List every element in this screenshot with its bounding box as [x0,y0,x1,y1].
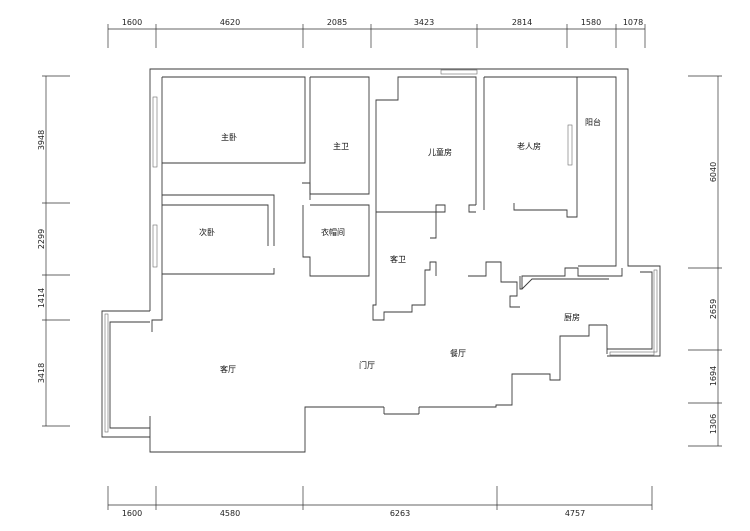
top-dim-7: 1078 [623,18,643,27]
bottom-dim-1: 1600 [122,509,142,518]
left-dim-3: 1414 [37,288,46,308]
room-guest-bath: 客卫 [390,254,406,264]
top-dim-6: 1580 [581,18,601,27]
room-master-bath: 主卫 [333,141,349,151]
top-dim-4: 3423 [414,18,434,27]
bottom-dimension-chain: 1600 4580 6263 4757 [107,486,653,518]
windows [104,69,658,433]
top-dim-5: 2814 [512,18,532,27]
bottom-dim-2: 4580 [220,509,240,518]
right-dim-2: 2659 [709,299,718,319]
bottom-dim-3: 6263 [390,509,410,518]
left-dim-4: 3418 [37,363,46,383]
right-dimension-chain: 6040 2659 1694 1306 [688,75,722,447]
room-dining-room: 餐厅 [450,349,466,358]
left-dim-2: 2299 [37,229,46,249]
room-foyer: 门厅 [359,360,375,370]
top-dim-3: 2085 [327,18,347,27]
room-labels: 主卧 主卫 儿童房 老人房 阳台 次卧 衣帽间 客卫 厨房 客厅 门厅 餐厅 [199,117,601,374]
room-elder-room: 老人房 [517,141,541,151]
right-dim-4: 1306 [709,414,718,434]
top-dim-1: 1600 [122,18,142,27]
room-master-bedroom: 主卧 [221,132,237,142]
top-dimension-chain: 1600 4620 2085 3423 2814 1580 1078 [107,18,646,48]
room-child-room: 儿童房 [428,147,452,157]
left-dim-1: 3948 [37,130,46,150]
room-balcony: 阳台 [585,117,601,127]
room-living-room: 客厅 [220,364,236,374]
bottom-dim-4: 4757 [565,509,585,518]
right-dim-1: 6040 [709,162,718,182]
room-cloakroom: 衣帽间 [321,227,345,237]
room-second-bedroom: 次卧 [199,227,215,237]
top-dim-2: 4620 [220,18,240,27]
left-dimension-chain: 3948 2299 1414 3418 [37,75,70,427]
right-dim-3: 1694 [709,366,718,386]
walls [101,68,661,453]
room-kitchen: 厨房 [564,312,580,322]
